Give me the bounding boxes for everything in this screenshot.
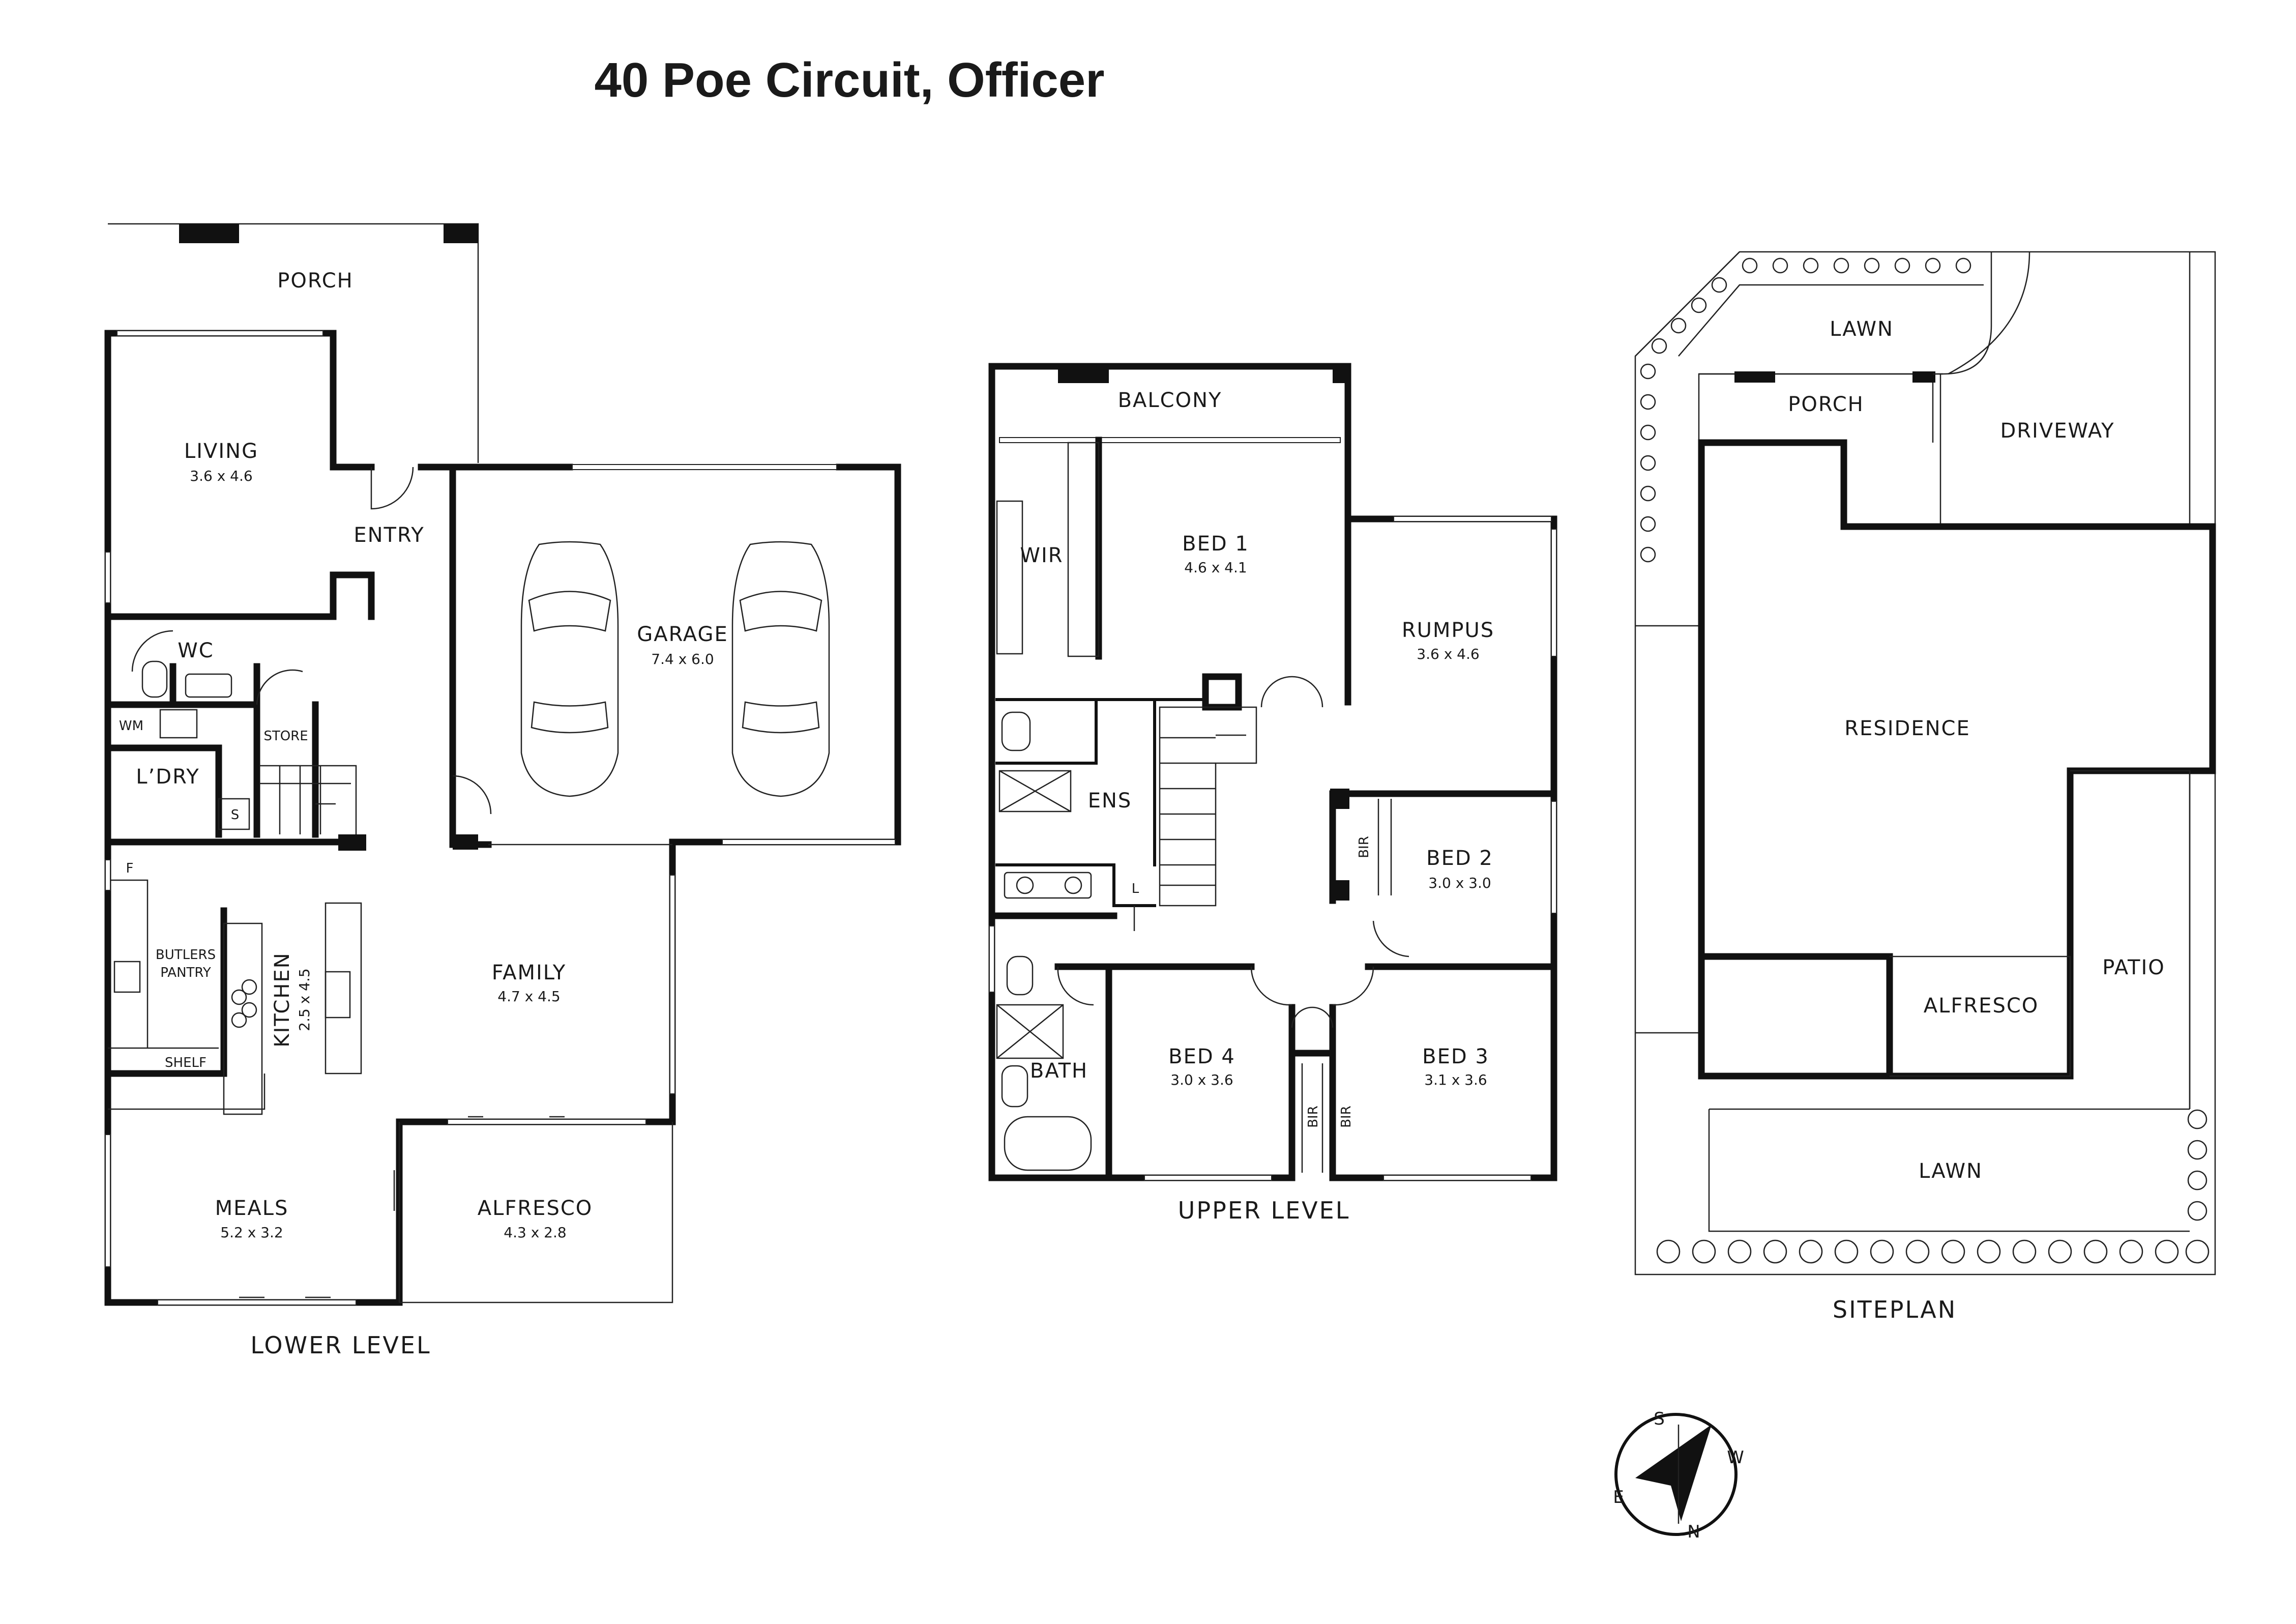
living-dimensions: 3.6 x 4.6 xyxy=(190,468,252,484)
rumpus-label: RUMPUS xyxy=(1402,619,1494,642)
bed2-dimensions: 3.0 x 3.0 xyxy=(1428,875,1491,891)
laundry-label: L’DRY xyxy=(136,765,199,789)
hedge-icon xyxy=(1640,257,1971,563)
kitchen-label: KITCHEN xyxy=(271,952,294,1047)
bed4-label: BED 4 xyxy=(1168,1045,1235,1068)
alfresco-label: ALFRESCO xyxy=(1924,994,2039,1018)
compass-west: W xyxy=(1727,1447,1744,1468)
bed1-dimensions: 4.6 x 4.1 xyxy=(1184,559,1247,576)
compass-icon: S W E N xyxy=(1613,1409,1744,1542)
plan-title: 40 Poe Circuit, Officer xyxy=(595,53,1105,107)
butlers-label: BUTLERS xyxy=(156,947,216,963)
linen-label: L xyxy=(1132,881,1139,896)
siteplan: LAWN PORCH DRIVEWAY RESIDENCE ALFRESCO P… xyxy=(1634,251,2216,1323)
balcony-label: BALCONY xyxy=(1118,389,1222,412)
porch-label: PORCH xyxy=(277,269,353,293)
bed4-dimensions: 3.0 x 3.6 xyxy=(1170,1071,1233,1088)
rumpus-dimensions: 3.6 x 4.6 xyxy=(1417,646,1479,662)
shelf-label: SHELF xyxy=(165,1055,207,1070)
compass-south: S xyxy=(1654,1409,1665,1429)
siteplan-label: SITEPLAN xyxy=(1833,1296,1957,1323)
pantry-label: PANTRY xyxy=(160,965,211,980)
garage-label: GARAGE xyxy=(637,623,728,646)
compass-east: E xyxy=(1613,1487,1624,1507)
porch-label: PORCH xyxy=(1788,393,1864,416)
bath-label: BATH xyxy=(1030,1059,1088,1083)
wir-label: WIR xyxy=(1020,544,1063,567)
upper-level-plan: BALCONY WIR BED 1 4.6 x 4.1 RUMPUS 3.6 x… xyxy=(988,363,1557,1224)
bir-label: BIR xyxy=(1357,836,1372,858)
compass-north: N xyxy=(1687,1522,1700,1542)
bed1-label: BED 1 xyxy=(1182,532,1249,556)
meals-dimensions: 5.2 x 3.2 xyxy=(220,1224,283,1241)
upper-level-label: UPPER LEVEL xyxy=(1178,1197,1350,1224)
lower-level-label: LOWER LEVEL xyxy=(250,1331,431,1359)
bed3-label: BED 3 xyxy=(1422,1045,1489,1068)
residence-label: RESIDENCE xyxy=(1844,717,1970,740)
bir-label: BIR xyxy=(1306,1106,1321,1128)
bed2-label: BED 2 xyxy=(1426,847,1493,870)
bir-label: BIR xyxy=(1339,1106,1354,1128)
lower-level-plan: PORCH LIVING 3.6 x 4.6 ENTRY GARAGE 7.4 … xyxy=(104,223,901,1359)
entry-label: ENTRY xyxy=(354,524,424,547)
family-label: FAMILY xyxy=(492,961,566,984)
bed3-dimensions: 3.1 x 3.6 xyxy=(1424,1071,1487,1088)
car-icon xyxy=(520,541,619,797)
wc-label: WC xyxy=(178,639,214,662)
meals-label: MEALS xyxy=(215,1197,289,1220)
driveway-label: DRIVEWAY xyxy=(2000,419,2114,443)
lawn-rear-label: LAWN xyxy=(1919,1159,1983,1183)
alfresco-dimensions: 4.3 x 2.8 xyxy=(504,1224,566,1241)
alfresco-label: ALFRESCO xyxy=(478,1197,593,1220)
kitchen-dimensions: 2.5 x 4.5 xyxy=(296,968,313,1031)
patio-label: PATIO xyxy=(2102,956,2165,979)
tree-icon xyxy=(1656,1109,2210,1264)
living-label: LIVING xyxy=(184,440,258,463)
lawn-front-label: LAWN xyxy=(1830,317,1894,341)
fridge-label: F xyxy=(126,861,134,876)
family-dimensions: 4.7 x 4.5 xyxy=(497,988,560,1005)
store-label: STORE xyxy=(263,729,308,744)
wm-label: WM xyxy=(119,718,143,734)
ens-label: ENS xyxy=(1088,789,1132,813)
shelf-s-label: S xyxy=(231,807,240,823)
car-icon xyxy=(731,541,830,797)
garage-dimensions: 7.4 x 6.0 xyxy=(651,651,714,668)
